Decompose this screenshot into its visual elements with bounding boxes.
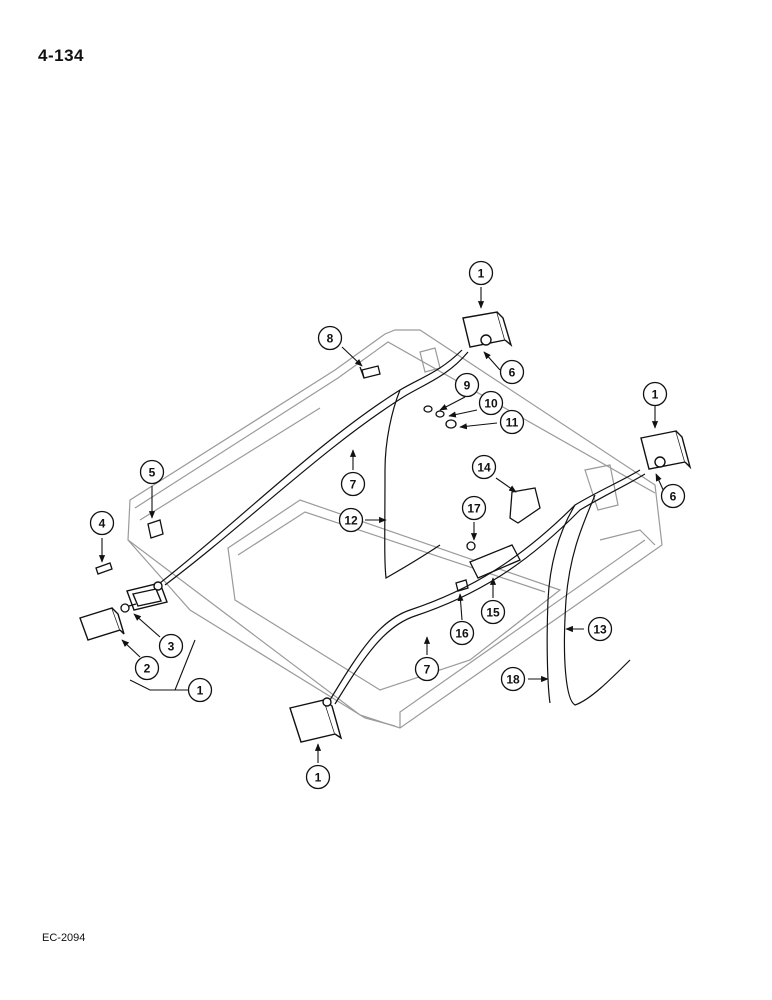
callout-label: 1 xyxy=(197,684,204,698)
callout-circle xyxy=(471,454,497,480)
wiring xyxy=(159,349,646,706)
washers xyxy=(423,405,457,429)
callout-circle xyxy=(454,372,480,398)
callout-circle xyxy=(478,390,504,416)
callout-label: 12 xyxy=(344,514,358,528)
callout-circle xyxy=(89,510,115,536)
callout-circle xyxy=(587,616,613,642)
callout-label: 1 xyxy=(652,388,659,402)
callout-c17: 17 xyxy=(461,495,487,521)
callout-circle xyxy=(340,471,366,497)
callout-label: 5 xyxy=(149,466,156,480)
callout-c8: 8 xyxy=(317,325,343,351)
callout-c18: 18 xyxy=(500,666,526,692)
callout-c1-top: 1 xyxy=(468,260,494,286)
callout-circle xyxy=(158,633,184,659)
bracket-14 xyxy=(509,487,541,524)
callout-c2: 2 xyxy=(134,655,160,681)
callout-label: 11 xyxy=(506,416,519,430)
lamp-left xyxy=(126,581,168,611)
callout-label: 3 xyxy=(168,640,175,654)
callout-c6-right: 6 xyxy=(660,483,686,509)
callout-label: 14 xyxy=(477,461,491,475)
lamp-bottom xyxy=(289,697,343,743)
callout-circle xyxy=(139,459,165,485)
callout-label: 2 xyxy=(144,662,151,676)
callout-c3: 3 xyxy=(158,633,184,659)
bulb xyxy=(120,603,137,613)
callout-label: 1 xyxy=(478,267,485,281)
callout-label: 6 xyxy=(670,490,677,504)
callout-label: 4 xyxy=(99,517,106,531)
callout-c4: 4 xyxy=(89,510,115,536)
callout-c12: 12 xyxy=(338,507,364,533)
callout-label: 9 xyxy=(464,379,471,393)
callout-label: 6 xyxy=(509,366,516,380)
callout-c5: 5 xyxy=(139,459,165,485)
callout-circle xyxy=(305,764,331,790)
callout-label: 7 xyxy=(350,478,357,492)
callout-c7-lower: 7 xyxy=(414,656,440,682)
plate-15 xyxy=(469,544,521,579)
callout-label: 8 xyxy=(327,332,334,346)
callout-circle xyxy=(317,325,343,351)
lamp-top xyxy=(462,311,513,348)
callout-label: 13 xyxy=(593,623,607,637)
callout-label: 10 xyxy=(484,397,498,411)
callout-circle xyxy=(480,599,506,625)
roof-panel xyxy=(127,329,663,729)
callout-c9: 9 xyxy=(454,372,480,398)
callout-circle xyxy=(499,409,525,435)
callout-label: 15 xyxy=(486,606,500,620)
callout-circle xyxy=(449,620,475,646)
callout-c7-upper: 7 xyxy=(340,471,366,497)
bracket-5 xyxy=(147,519,164,539)
lamp-right xyxy=(640,430,692,470)
callout-circle xyxy=(468,260,494,286)
bolt-16 xyxy=(455,579,469,592)
callout-circle xyxy=(461,495,487,521)
callout-c6-top: 6 xyxy=(499,359,525,385)
callout-label: 16 xyxy=(455,627,469,641)
callout-circle xyxy=(499,359,525,385)
callout-c15: 15 xyxy=(480,599,506,625)
callout-c11: 11 xyxy=(499,409,525,435)
callout-c1-bottom: 1 xyxy=(305,764,331,790)
callout-c14: 14 xyxy=(471,454,497,480)
bolt-8 xyxy=(359,365,381,379)
callout-circle xyxy=(660,483,686,509)
nut-17 xyxy=(466,541,476,551)
callout-c10: 10 xyxy=(478,390,504,416)
callout-circle xyxy=(134,655,160,681)
callout-c1-right: 1 xyxy=(642,381,668,407)
callout-c1-left: 1 xyxy=(187,677,213,703)
callout-c13: 13 xyxy=(587,616,613,642)
callout-circle xyxy=(642,381,668,407)
callout-circle xyxy=(414,656,440,682)
callout-circle xyxy=(500,666,526,692)
callout-label: 17 xyxy=(467,502,481,516)
callout-label: 18 xyxy=(506,673,520,687)
bolt-4 xyxy=(95,562,113,575)
callout-label: 7 xyxy=(424,663,431,677)
callout-c16: 16 xyxy=(449,620,475,646)
callout-label: 1 xyxy=(315,771,322,785)
callout-circle xyxy=(187,677,213,703)
leader-lines xyxy=(98,287,666,763)
page-number: 4-134 xyxy=(38,46,84,65)
document-code: EC-2094 xyxy=(42,932,86,944)
callout-circle xyxy=(338,507,364,533)
lens xyxy=(79,607,125,641)
